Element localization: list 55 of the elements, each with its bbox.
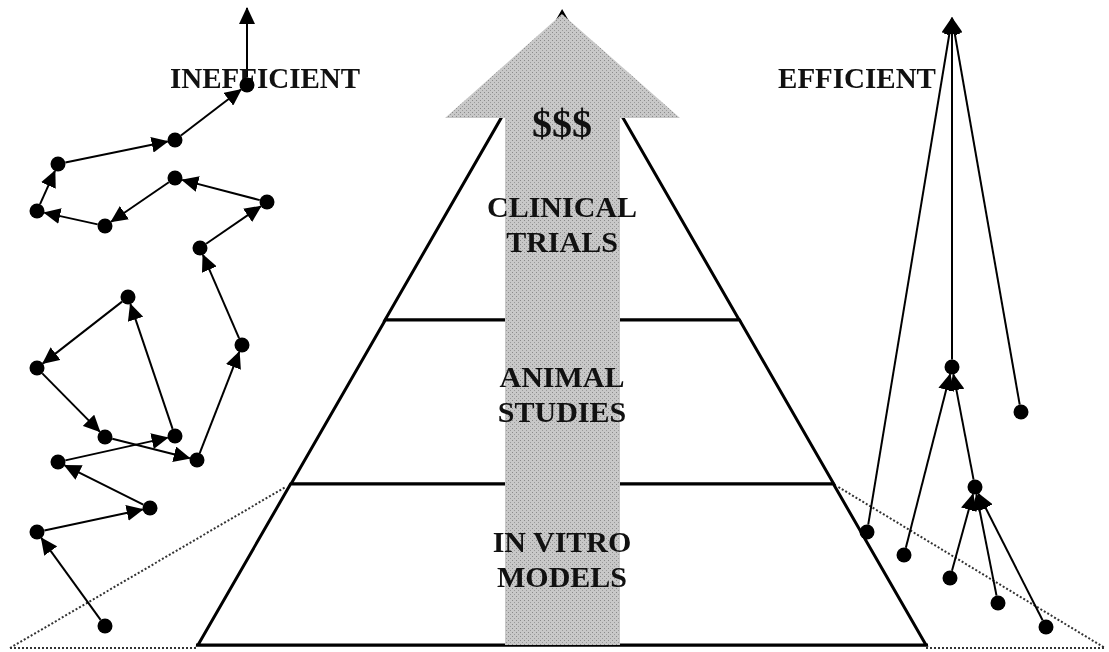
dot [1013, 404, 1029, 420]
dot [189, 452, 205, 468]
arrow [43, 208, 99, 226]
dot [50, 454, 66, 470]
arrow [867, 17, 958, 526]
arrow [239, 7, 255, 79]
arrow [64, 136, 169, 164]
dot [944, 359, 960, 375]
dot [97, 429, 113, 445]
arrow [904, 373, 954, 549]
dot [167, 132, 183, 148]
dot [29, 360, 45, 376]
arrow [198, 351, 241, 454]
dot [120, 289, 136, 305]
dot [234, 337, 250, 353]
arrow [40, 537, 102, 621]
dot [167, 170, 183, 186]
arrow [43, 505, 144, 532]
arrow [951, 493, 977, 572]
dot [142, 500, 158, 516]
dot [1038, 619, 1054, 635]
dot [259, 194, 275, 210]
arrow [181, 176, 261, 202]
arrow [971, 493, 998, 597]
dot [942, 570, 958, 586]
dot [50, 156, 66, 172]
arrow [110, 181, 170, 223]
arrow [948, 373, 975, 481]
arrow [977, 492, 1044, 622]
heading-label: $$$ [532, 100, 592, 147]
arrow [39, 169, 56, 206]
dot [896, 547, 912, 563]
arrow [63, 464, 145, 506]
dot [29, 524, 45, 540]
arrow [64, 433, 169, 462]
arrow [179, 88, 243, 137]
arrow [41, 372, 101, 433]
stage-label: ANIMAL STUDIES [496, 360, 628, 429]
arrow [111, 437, 191, 463]
arrow [41, 300, 124, 365]
dot [167, 428, 183, 444]
arrow [202, 253, 240, 340]
dot [967, 479, 983, 495]
heading-label: EFFICIENT [778, 62, 936, 95]
dot [192, 240, 208, 256]
dot [97, 618, 113, 634]
stage-label: IN VITRO MODELS [491, 525, 633, 594]
dot [859, 524, 875, 540]
arrow [127, 303, 174, 430]
stage-label: CLINICAL TRIALS [485, 190, 638, 259]
dot [29, 203, 45, 219]
dot [990, 595, 1006, 611]
arrow [946, 17, 1021, 406]
arrow [205, 205, 262, 245]
dot [97, 218, 113, 234]
